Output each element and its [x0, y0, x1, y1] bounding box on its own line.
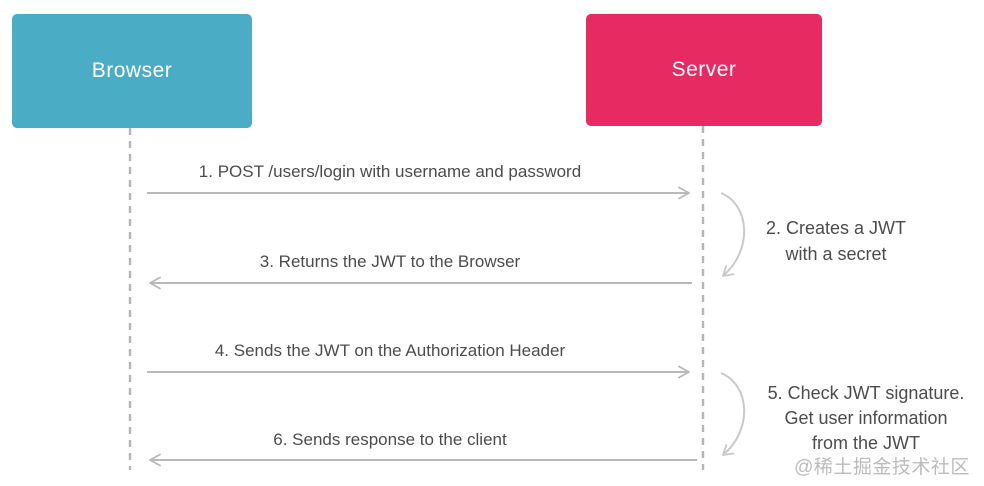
- actor-box-browser: [12, 14, 252, 128]
- actor-browser-label: Browser: [91, 59, 173, 82]
- actor-server: Server: [586, 14, 822, 126]
- message-2-line2: with a secret: [785, 244, 887, 264]
- message-3-label: 3. Returns the JWT to the Browser: [259, 252, 521, 271]
- message-1-label: 1. POST /users/login with username and p…: [198, 162, 582, 181]
- message-6-label: 6. Sends response to the client: [273, 430, 507, 449]
- actor-box-server: [586, 14, 822, 126]
- self-arrow-msg2: [720, 192, 746, 277]
- message-5-line2: Get user information: [784, 408, 948, 428]
- message-2-line1: 2. Creates a JWT: [765, 218, 907, 238]
- message-5-note: 5. Check JWT signature. Get user informa…: [748, 381, 984, 456]
- self-arrow-msg5: [720, 372, 746, 456]
- message-2-note: 2. Creates a JWT with a secret: [726, 215, 946, 267]
- message-5-line3: from the JWT: [811, 433, 920, 453]
- message-5-line1: 5. Check JWT signature.: [767, 383, 965, 403]
- actor-browser: Browser: [12, 14, 252, 128]
- watermark: @稀土掘金技术社区: [794, 457, 970, 478]
- actor-server-label: Server: [671, 58, 737, 81]
- message-4-label: 4. Sends the JWT on the Authorization He…: [214, 341, 566, 360]
